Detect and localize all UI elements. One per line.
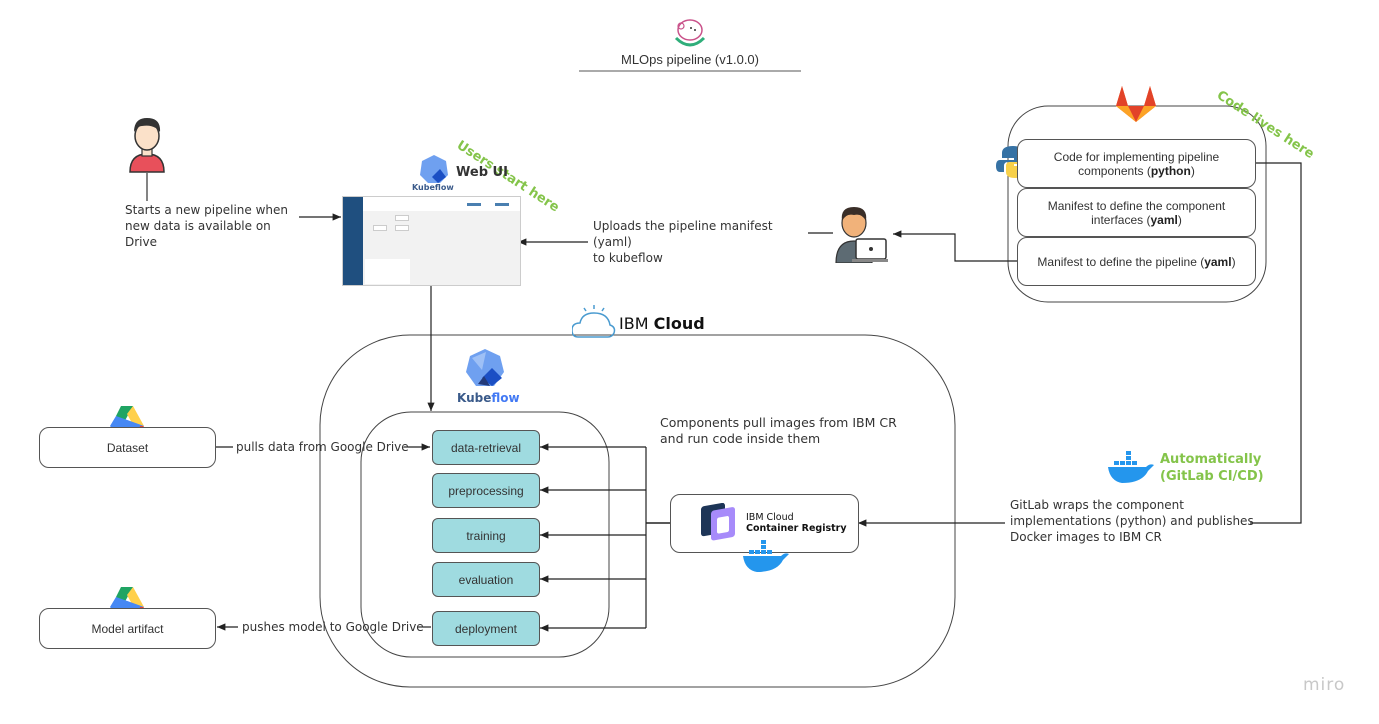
registry-note: Components pull images from IBM CR and r… [660,415,920,447]
upload-label-line2: to kubeflow [593,251,663,265]
web-ui-screenshot[interactable] [342,196,521,286]
gitlab-logo-icon [1114,84,1158,124]
push-model-label: pushes model to Google Drive [242,620,424,634]
registry-note-line2: and run code inside them [660,431,821,446]
cicd-caption: GitLab wraps the component implementatio… [1010,497,1255,545]
docker-icon-cicd [1108,451,1154,483]
web-ui-button-a [467,203,481,206]
cicd-annotation-line2: (GitLab CI/CD) [1160,469,1264,484]
gitlab-item-pipeline-manifest[interactable]: Manifest to define the pipeline (yaml) [1017,237,1256,286]
kubeflow-small-logo: Kubeflow [412,153,454,193]
model-artifact-box[interactable]: Model artifact [39,608,216,649]
component-data-retrieval[interactable]: data-retrieval [432,430,540,465]
gitlab-item-0-line2: components (python) [1078,163,1195,178]
ibm-cloud-container [319,334,956,688]
gitlab-item-1-line1: Manifest to define the component [1047,198,1226,213]
miro-watermark: miro [1303,675,1346,695]
web-ui-node-1 [395,215,409,221]
kubeflow-small-icon [420,155,448,183]
dataset-box[interactable]: Dataset [39,427,216,468]
user-avatar-icon [124,114,170,174]
kubeflow-small-text: Kubeflow [412,183,454,192]
user-caption-line1: Starts a new pipeline when [125,203,288,217]
ibm-cloud-label-cloud: Cloud [653,314,705,333]
manifest-arrow [893,230,1017,262]
kubeflow-text-flow: flow [491,391,520,405]
component-preprocessing[interactable]: preprocessing [432,473,540,508]
registry-label-line1: IBM Cloud [746,512,794,523]
web-ui-node-3 [395,225,409,231]
web-ui-header [363,197,520,211]
code-to-ci-line [1250,162,1302,524]
upload-label: Uploads the pipeline manifest (yaml) to … [593,218,813,266]
ibm-cloud-label: IBM Cloud [619,314,705,333]
kubeflow-logo-text: Kubeflow [457,391,520,405]
web-ui-sidebar [343,197,363,285]
gitlab-item-python-code[interactable]: Code for implementing pipeline component… [1017,139,1256,188]
web-ui-node-2 [373,225,387,231]
user-caption: Starts a new pipeline when new data is a… [125,202,305,250]
developer-avatar-icon [834,203,888,263]
kubeflow-logo-icon [462,348,508,390]
docker-icon-registry [743,540,789,572]
web-ui-label: Web UI [456,165,508,180]
cicd-annotation-line1: Automatically [1160,452,1262,467]
gitlab-item-2-line: Manifest to define the pipeline (yaml) [1037,254,1236,269]
registry-label: IBM Cloud Container Registry [746,512,847,534]
user-caption-line2: new data is available on Drive [125,219,271,249]
gitlab-item-0-line1: Code for implementing pipeline [1053,149,1220,164]
gitlab-item-component-manifest[interactable]: Manifest to define the component interfa… [1017,188,1256,237]
kubeflow-text-kube: Kube [457,391,492,405]
page-title: MLOps pipeline (v1.0.0) [620,52,759,67]
gitlab-item-1-line2: interfaces (yaml) [1091,212,1182,227]
ibm-cloud-icon [572,305,616,339]
registry-note-line1: Components pull images from IBM CR [660,415,897,430]
pull-data-label: pulls data from Google Drive [236,440,409,454]
cicd-caption-line1: GitLab wraps the component [1010,498,1184,512]
ibm-cr-icon [701,503,735,541]
web-ui-panel [365,259,410,284]
upload-label-line1: Uploads the pipeline manifest (yaml) [593,219,773,249]
cicd-annotation: Automatically (GitLab CI/CD) [1160,451,1264,485]
registry-label-line2: Container Registry [746,523,847,534]
web-ui-button-b [495,203,509,206]
component-deployment[interactable]: deployment [432,611,540,646]
ibm-cloud-label-ibm: IBM [619,314,649,333]
cicd-caption-line3: Docker images to IBM CR [1010,530,1162,544]
component-training[interactable]: training [432,518,540,553]
component-evaluation[interactable]: evaluation [432,562,540,597]
miro-logo-icon [668,14,712,50]
cicd-caption-line2: implementations (python) and publishes [1010,514,1254,528]
